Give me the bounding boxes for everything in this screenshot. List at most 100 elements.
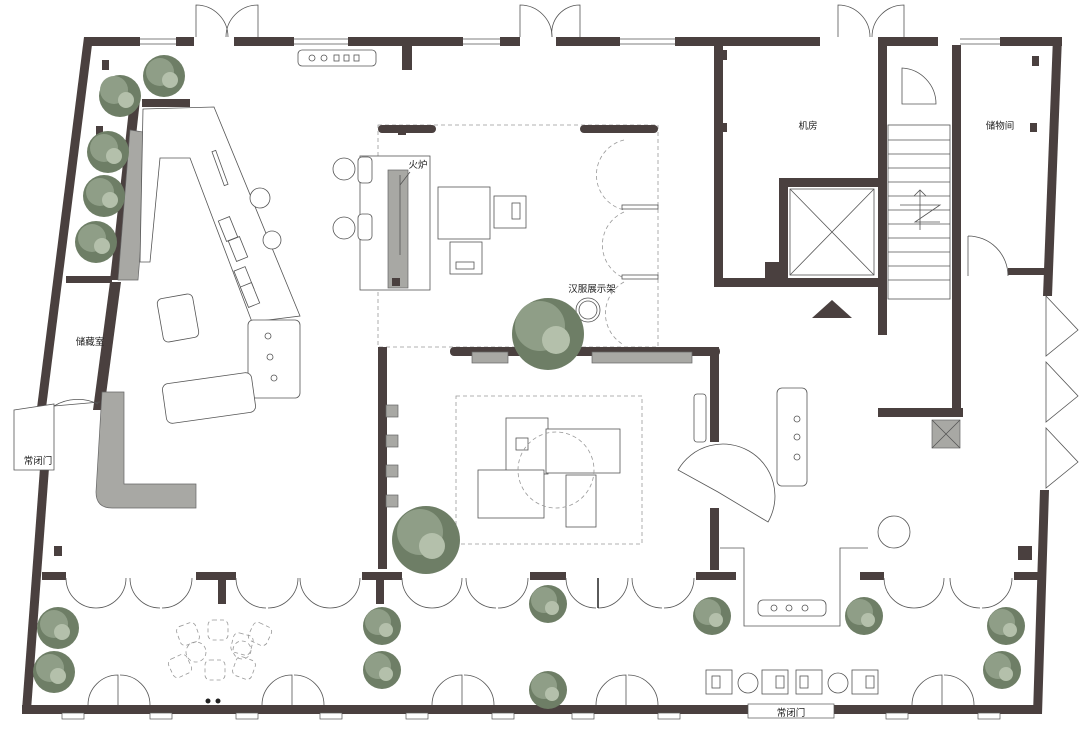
bollard: [215, 698, 221, 704]
bar-counter: [139, 106, 301, 399]
tree-icon: [83, 175, 125, 217]
tree-icon: [512, 298, 584, 370]
display-platform: [455, 395, 643, 545]
chair-back: [455, 261, 475, 270]
tree-icon: [983, 651, 1021, 689]
tree-icon: [363, 607, 401, 645]
wall-terrace: [196, 572, 236, 580]
chair-back: [511, 202, 521, 220]
wall-elevator-top: [779, 178, 879, 187]
column: [720, 123, 727, 132]
display-shelf: [471, 351, 509, 364]
outdoor-seating: [167, 619, 273, 681]
column: [392, 278, 400, 286]
wall-machine-bottom: [714, 278, 879, 287]
top-windows: [140, 38, 1000, 45]
wall-left-lower: [22, 468, 49, 710]
bollard: [205, 698, 211, 704]
wall-shelf: [693, 393, 707, 443]
column: [720, 50, 727, 60]
wall-top-5: [500, 37, 520, 46]
chair: [493, 195, 527, 229]
column: [54, 546, 62, 556]
tea-table: [437, 186, 491, 240]
tree-icon: [529, 585, 567, 623]
wall-pavilion: [580, 125, 658, 133]
revolving-door: [677, 443, 776, 523]
wall-stair-right: [952, 45, 961, 415]
wall-display-boxes: [385, 404, 399, 508]
tree-icon: [143, 55, 185, 97]
pavilion-folding-doors: [596, 139, 625, 346]
stool: [332, 157, 356, 181]
column: [96, 126, 103, 135]
bottom-entry-doors: [87, 674, 975, 706]
bottom-counter-seats: [705, 669, 879, 695]
door-panel: [621, 204, 659, 210]
normally-closed-door-bottom: [747, 703, 835, 719]
wall-terrace: [860, 572, 884, 580]
tree-icon: [87, 131, 129, 173]
top-doors: [195, 4, 905, 38]
stool: [332, 216, 356, 240]
column: [765, 262, 781, 278]
entrance-triangle-icon: [812, 300, 852, 318]
wall-terrace: [362, 572, 402, 580]
wall-top-8: [878, 37, 938, 46]
door-swing-icon: [519, 4, 553, 38]
tree-icon: [987, 607, 1025, 645]
wall-left-upper: [37, 37, 93, 408]
column: [376, 578, 384, 604]
wall-left-stub: [142, 99, 190, 107]
door-swing-icon: [837, 4, 871, 38]
hanfu-rack: [575, 297, 601, 323]
wall-terrace: [530, 572, 566, 580]
storeroom-label: 储藏室: [76, 336, 105, 348]
tree-icon: [33, 651, 75, 693]
long-table: [776, 387, 808, 487]
wall-terrace: [1014, 572, 1038, 580]
wall-terrace: [42, 572, 66, 580]
wall-stair-left: [878, 45, 887, 335]
storage-room-label: 储物间: [986, 120, 1015, 132]
round-table: [877, 515, 911, 549]
tree-icon: [75, 221, 117, 263]
wall-hall-right-lower: [710, 508, 719, 570]
hanfu-rack-inner: [578, 300, 598, 320]
wall-storage-stub: [1008, 268, 1046, 275]
trees: [33, 55, 1025, 709]
elevator-shaft: [789, 188, 875, 276]
wall-right-upper: [1043, 37, 1062, 296]
stair: [887, 67, 951, 300]
tree-icon: [845, 597, 883, 635]
column: [102, 60, 109, 70]
column: [218, 578, 226, 604]
stove-label-leader: [399, 171, 411, 186]
wall-machine-left: [714, 45, 723, 285]
column: [1030, 123, 1037, 132]
tree-icon: [392, 506, 460, 574]
normally-closed-door-bottom-label: 常闭门: [777, 707, 806, 719]
wall-top-4: [348, 37, 463, 46]
table: [156, 293, 200, 343]
wall-pavilion: [378, 125, 436, 133]
column: [1032, 56, 1039, 66]
wall-bottom: [22, 705, 1042, 714]
column: [398, 127, 406, 135]
fire-stove-label: 火炉: [408, 159, 427, 171]
door-swing-icon: [967, 235, 1009, 277]
column: [1018, 546, 1032, 560]
center-tree-canopy: [517, 431, 595, 509]
tree-icon: [529, 671, 567, 709]
machine-room-label: 机房: [798, 120, 817, 132]
wall-elevator-left: [779, 178, 788, 286]
door-panel: [621, 274, 659, 280]
wall-storeroom-lower: [93, 282, 121, 410]
display-tables: [477, 417, 621, 528]
left-door: [13, 398, 101, 471]
wall-hall-left: [378, 347, 387, 569]
wall-right-lower: [1033, 490, 1049, 714]
right-side-doors: [1045, 294, 1079, 489]
tree-icon: [363, 651, 401, 689]
